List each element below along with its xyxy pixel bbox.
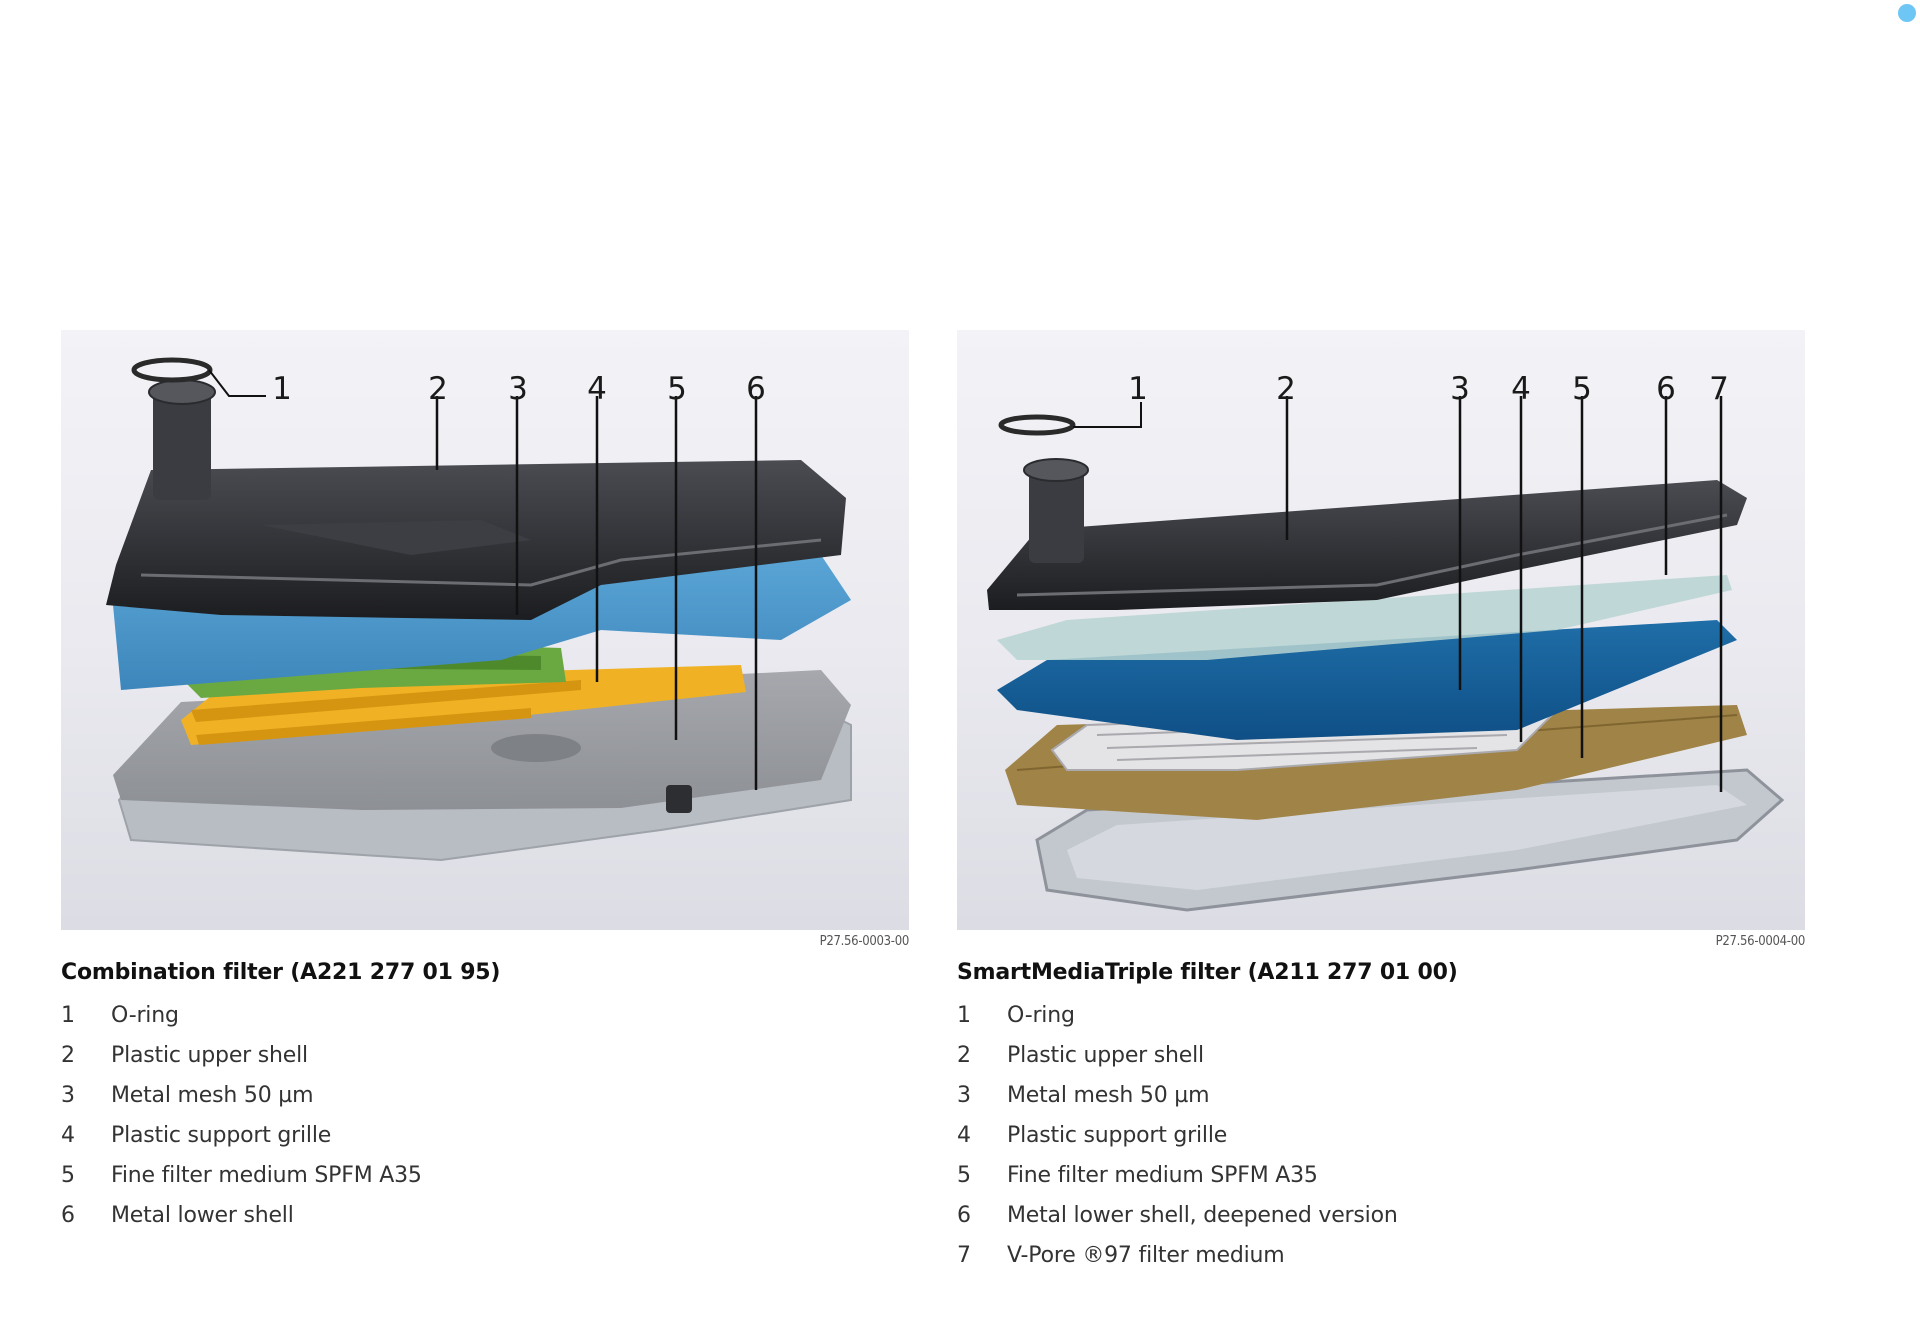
callout-6: 6	[1656, 371, 1676, 407]
legend-label: Fine filter medium SPFM A35	[1007, 1162, 1318, 1188]
corner-dot-icon	[1898, 4, 1916, 22]
legend-item: 6 Metal lower shell, deepened version	[957, 1195, 1805, 1235]
legend-item: 3 Metal mesh 50 µm	[61, 1075, 909, 1115]
legend-number: 1	[957, 1002, 971, 1028]
legend-number: 6	[61, 1202, 75, 1228]
legend-number: 3	[957, 1082, 971, 1108]
figure-code: P27.56-0003-00	[819, 934, 910, 949]
legend-label: O-ring	[1007, 1002, 1075, 1028]
legend-item: 4 Plastic support grille	[61, 1115, 909, 1155]
callout-3: 3	[1450, 371, 1470, 407]
legend-number: 2	[61, 1042, 75, 1068]
legend-item: 1 O-ring	[61, 995, 909, 1035]
combination-filter-panel: 1 2 3 4 5 6 P27.56-0003-00 Combination f…	[61, 330, 909, 1235]
parts-legend: 1 O-ring 2 Plastic upper shell 3 Metal mesh…	[957, 995, 1805, 1275]
legend-label: Metal mesh 50 µm	[111, 1082, 314, 1108]
legend-item: 3 Metal mesh 50 µm	[957, 1075, 1805, 1115]
callout-4: 4	[587, 371, 607, 407]
legend-label: Fine filter medium SPFM A35	[111, 1162, 422, 1188]
legend-number: 4	[61, 1122, 75, 1148]
legend-number: 6	[957, 1202, 971, 1228]
legend-label: Plastic upper shell	[111, 1042, 308, 1068]
legend-number: 3	[61, 1082, 75, 1108]
combination-filter-drawing	[106, 357, 852, 862]
callout-7: 7	[1709, 371, 1729, 407]
legend-label: Metal mesh 50 µm	[1007, 1082, 1210, 1108]
legend-label: O-ring	[111, 1002, 179, 1028]
legend-item: 1 O-ring	[957, 995, 1805, 1035]
legend-label: Plastic support grille	[1007, 1122, 1228, 1148]
legend-label: Metal lower shell	[111, 1202, 294, 1228]
combination-filter-illustration: 1 2 3 4 5 6	[61, 330, 909, 930]
legend-number: 5	[61, 1162, 75, 1188]
callout-4: 4	[1511, 371, 1531, 407]
callout-5: 5	[1572, 371, 1592, 407]
legend-item: 5 Fine filter medium SPFM A35	[957, 1155, 1805, 1195]
callout-5: 5	[667, 371, 687, 407]
legend-number: 5	[957, 1162, 971, 1188]
caption-title: Combination filter (A221 277 01 95)	[61, 960, 501, 985]
legend-item: 2 Plastic upper shell	[61, 1035, 909, 1075]
legend-item: 7 V-Pore ®97 filter medium	[957, 1235, 1805, 1275]
callout-2: 2	[1276, 371, 1296, 407]
callout-2: 2	[428, 371, 448, 407]
callout-1: 1	[272, 371, 292, 407]
legend-label: Metal lower shell, deepened version	[1007, 1202, 1398, 1228]
callout-6: 6	[746, 371, 766, 407]
legend-item: 5 Fine filter medium SPFM A35	[61, 1155, 909, 1195]
legend-number: 2	[957, 1042, 971, 1068]
legend-label: V-Pore ®97 filter medium	[1007, 1242, 1285, 1268]
smartmediatriple-filter-drawing	[987, 396, 1785, 912]
legend-item: 4 Plastic support grille	[957, 1115, 1805, 1155]
parts-legend: 1 O-ring 2 Plastic upper shell 3 Metal mesh…	[61, 995, 909, 1235]
legend-label: Plastic support grille	[111, 1122, 332, 1148]
callout-1: 1	[1128, 371, 1148, 407]
smartmediatriple-filter-illustration: 1 2 3 4 5 6 7	[957, 330, 1805, 930]
smartmediatriple-filter-panel: 1 2 3 4 5 6 7 P27.56-0004-00 SmartMediaT…	[957, 330, 1805, 1275]
legend-number: 7	[957, 1242, 971, 1268]
legend-item: 6 Metal lower shell	[61, 1195, 909, 1235]
legend-number: 4	[957, 1122, 971, 1148]
callout-3: 3	[508, 371, 528, 407]
legend-item: 2 Plastic upper shell	[957, 1035, 1805, 1075]
legend-label: Plastic upper shell	[1007, 1042, 1204, 1068]
caption-title: SmartMediaTriple filter (A211 277 01 00)	[957, 960, 1458, 985]
figure-code: P27.56-0004-00	[1715, 934, 1806, 949]
legend-number: 1	[61, 1002, 75, 1028]
